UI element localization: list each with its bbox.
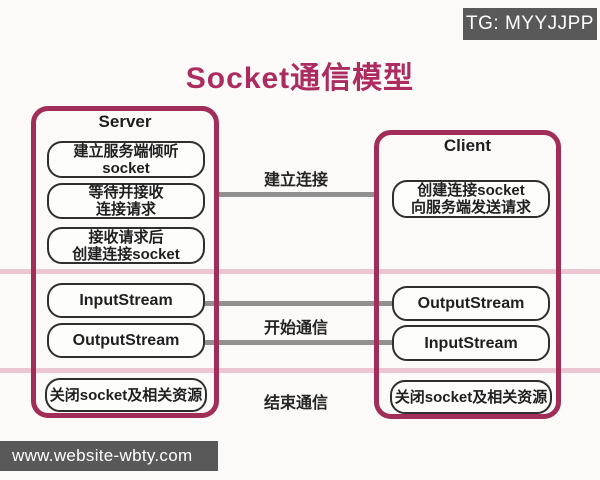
stream-label: OutputStream <box>417 295 525 312</box>
telegram-watermark: TG: MYYJJPP <box>463 8 597 40</box>
server-inputstream-box: InputStream <box>47 283 205 318</box>
page-title: Socket通信模型 <box>185 62 415 95</box>
step-text-line: 创建连接socket <box>417 182 525 199</box>
server-close-socket-box: 关闭socket及相关资源 <box>45 378 207 412</box>
server-container <box>31 106 219 418</box>
client-title: Client <box>443 136 492 155</box>
client-inputstream-box: InputStream <box>392 325 550 361</box>
step-text-line: 关闭socket及相关资源 <box>49 386 203 404</box>
step-text-line: 等待并接收 <box>88 184 164 201</box>
phase-label-end: 结束通信 <box>263 395 328 412</box>
server-step-wait-accept: 等待并接收 连接请求 <box>47 183 205 219</box>
step-text-line: 连接请求 <box>95 201 156 218</box>
client-close-socket-box: 关闭socket及相关资源 <box>390 380 552 414</box>
client-container <box>374 130 561 419</box>
telegram-watermark-text: TG: MYYJJPP <box>466 13 594 34</box>
phase-label-communicate: 开始通信 <box>263 320 328 337</box>
connection-line-input-output <box>204 301 394 306</box>
stream-label: InputStream <box>79 292 173 309</box>
server-step-create-socket: 接收请求后 创建连接socket <box>47 227 205 264</box>
client-step-create-socket: 创建连接socket 向服务端发送请求 <box>392 180 550 218</box>
server-title: Server <box>98 112 152 131</box>
stream-label: OutputStream <box>72 332 180 349</box>
phase-divider-line <box>0 269 600 274</box>
client-outputstream-box: OutputStream <box>392 286 550 321</box>
website-watermark: www.website-wbty.com <box>0 441 218 471</box>
phase-divider-line <box>0 368 600 373</box>
server-outputstream-box: OutputStream <box>47 323 205 358</box>
step-text-line: 创建连接socket <box>72 245 180 263</box>
phase-label-establish: 建立连接 <box>263 172 328 189</box>
connection-line-establish <box>216 192 376 197</box>
step-text-line: 建立服务端倾听 <box>73 142 179 160</box>
step-text-line: 向服务端发送请求 <box>410 199 531 216</box>
step-text-line: socket <box>102 159 150 177</box>
connection-line-output-input <box>204 340 394 345</box>
stream-label: InputStream <box>424 334 518 352</box>
website-watermark-text: www.website-wbty.com <box>12 446 193 465</box>
step-text-line: 关闭socket及相关资源 <box>394 388 548 406</box>
server-step-listen-socket: 建立服务端倾听 socket <box>47 141 205 178</box>
step-text-line: 接收请求后 <box>88 228 164 246</box>
